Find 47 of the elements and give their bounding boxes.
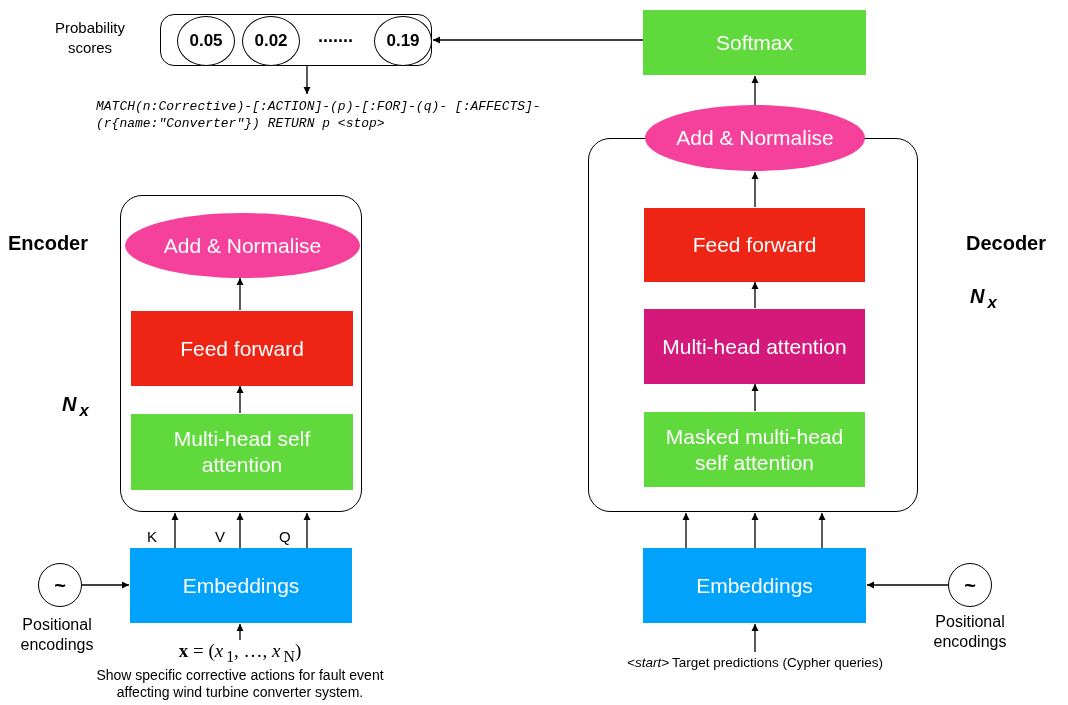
- side-heading: Decoder: [966, 232, 1047, 255]
- arrow: [751, 281, 759, 309]
- caption-text: Positional encodings: [932, 612, 1008, 652]
- feed-forward-box: Feed forward: [644, 208, 865, 282]
- arrow: [236, 277, 244, 311]
- wave-circle: ~: [38, 563, 82, 607]
- repeat-label: N$_{x}$: [970, 285, 997, 313]
- score-circle: 0.05: [177, 16, 235, 66]
- caption-text: Show specific corrective actions for fault event affecting wind turbine converter system.: [95, 666, 385, 701]
- arrow: [866, 581, 949, 589]
- ellipsis-dots: .......: [318, 26, 353, 47]
- feed-forward-box: Feed forward: [131, 311, 353, 386]
- normalise-ellipse: Add & Normalise: [125, 213, 360, 278]
- wave-circle: ~: [948, 563, 992, 607]
- softmax-box: Softmax: [643, 10, 866, 75]
- heading-text: Probability scores: [53, 18, 126, 58]
- embeddings-box: Embeddings: [130, 548, 352, 623]
- score-panel: [160, 14, 432, 66]
- attention-box: Masked multi-head self attention: [644, 412, 865, 487]
- input-text: <start> Target predictions (Cypher queries): [595, 652, 915, 672]
- normalise-ellipse: Add & Normalise: [645, 105, 865, 171]
- query-text: MATCH(n:Corrective)-[:ACTION]-(p)-[:FOR]-(q)- [:AFFECTS]-(r{name:"Converter"}) RETURN p <stop>: [92, 95, 562, 135]
- arrow: [303, 65, 311, 95]
- arrow: [751, 383, 759, 412]
- arrow: [682, 512, 690, 549]
- arrow: [236, 512, 244, 549]
- arrow: [751, 75, 759, 106]
- arrow: [751, 171, 759, 208]
- arrow: [171, 512, 179, 549]
- side-heading: Encoder: [8, 232, 89, 255]
- arrow: [432, 36, 644, 44]
- arrow: [303, 512, 311, 549]
- arrow: [751, 623, 759, 653]
- attention-box: Multi-head attention: [644, 309, 865, 384]
- caption-text: Positional encodings: [19, 615, 95, 655]
- arrow: [236, 385, 244, 414]
- arrow: [818, 512, 826, 549]
- math-formula: x = (x$_{1}$, …, x$_{N}$): [178, 640, 302, 667]
- embeddings-box: Embeddings: [643, 548, 866, 623]
- arrow: [81, 581, 130, 589]
- score-circle: 0.19: [374, 16, 432, 66]
- attention-box: Multi-head self attention: [131, 414, 353, 490]
- repeat-label: N$_{x}$: [62, 393, 89, 421]
- encoder-frame: [120, 195, 362, 512]
- arrow: [751, 512, 759, 549]
- arrow: [236, 623, 244, 641]
- score-circle: 0.02: [242, 16, 300, 66]
